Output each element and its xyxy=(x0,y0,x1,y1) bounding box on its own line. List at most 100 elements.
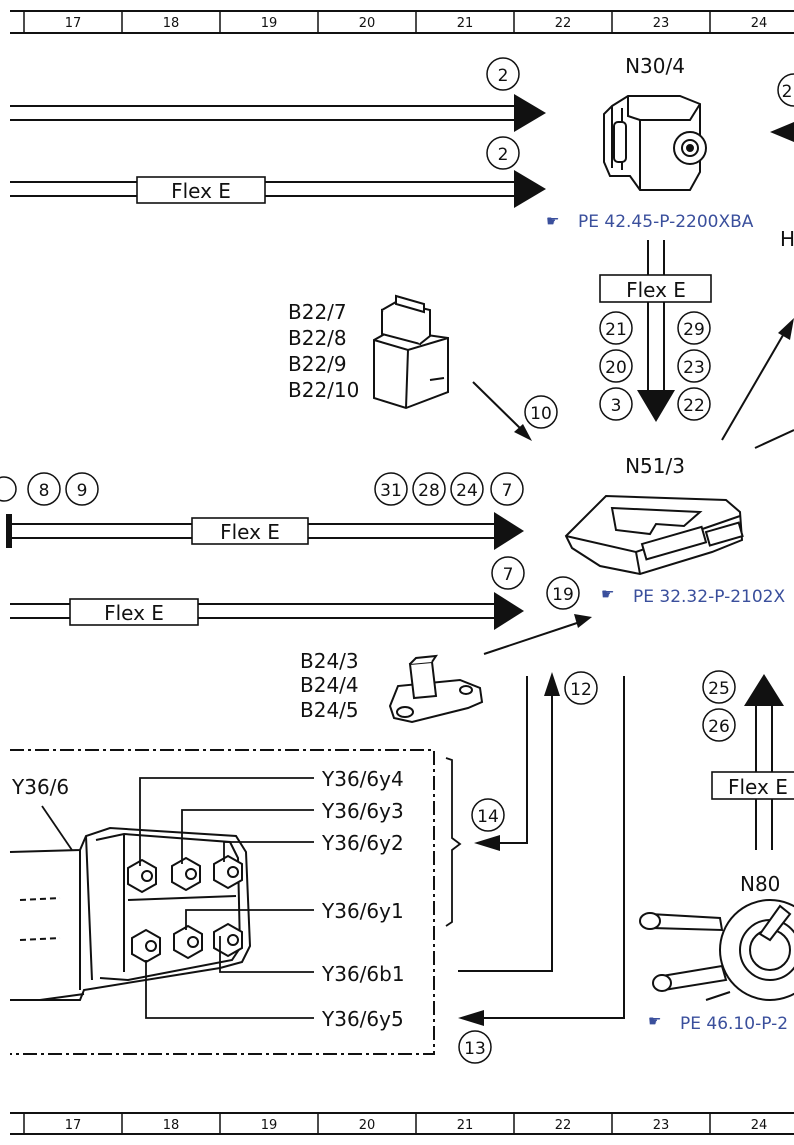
n30-4-ref-link[interactable]: ☛ PE 42.45-P-2200XBA xyxy=(546,212,754,232)
n30-4-ref-text: PE 42.45-P-2200XBA xyxy=(578,212,754,232)
grid-bottom-col-23: 23 xyxy=(653,1118,670,1133)
grid-bottom-col-21: 21 xyxy=(457,1118,474,1133)
circle-23: 23 xyxy=(677,349,711,383)
wire-14: 14 xyxy=(471,676,528,851)
circle-28: 28 xyxy=(412,472,446,506)
circle-label: 22 xyxy=(683,396,705,416)
y36-6-leader xyxy=(41,805,77,857)
valve-nut-b1 xyxy=(173,924,203,960)
circle-7: 7 xyxy=(490,472,524,506)
svg-text:B22/7: B22/7 xyxy=(288,300,347,324)
circle-label: 23 xyxy=(683,358,705,378)
svg-text:2: 2 xyxy=(782,82,793,102)
pin-leaders xyxy=(139,777,314,1019)
partial-label-right: H xyxy=(780,227,794,251)
grid-top-col-18: 18 xyxy=(163,16,180,31)
svg-text:26: 26 xyxy=(708,717,730,737)
y36-6-label: Y36/6 xyxy=(11,775,69,799)
circle-partial-left xyxy=(0,476,17,502)
y36-6-valve-block-icon xyxy=(9,826,252,1001)
circle-25: 25 xyxy=(702,670,736,704)
pointing-hand-icon: ☛ xyxy=(601,585,614,603)
svg-text:B22/9: B22/9 xyxy=(288,352,347,376)
bus-vertical-center: Flex E xyxy=(599,240,712,422)
circle-26: 26 xyxy=(702,708,736,742)
circle-20: 20 xyxy=(599,349,633,383)
n51-3-ref-text: PE 32.32-P-2102X xyxy=(633,587,785,607)
circle-8: 8 xyxy=(27,472,61,506)
circle-22: 22 xyxy=(677,387,711,421)
circles-row-right: 31 28 24 7 xyxy=(374,472,524,506)
svg-text:B22/8: B22/8 xyxy=(288,326,347,350)
valve-nut-y5 xyxy=(131,928,161,964)
pointing-hand-icon: ☛ xyxy=(546,212,559,230)
valve-nut-y4 xyxy=(127,858,157,894)
flex-e-label-vertical: Flex E xyxy=(626,278,686,302)
svg-text:7: 7 xyxy=(503,565,514,585)
circle-9: 9 xyxy=(65,472,99,506)
svg-text:Y36/6y2: Y36/6y2 xyxy=(321,831,404,855)
n51-3-ref-link[interactable]: ☛ PE 32.32-P-2102X xyxy=(601,585,785,607)
svg-text:Y36/6y1: Y36/6y1 xyxy=(321,899,404,923)
b22-labels: B22/7 B22/8 B22/9 B22/10 xyxy=(288,300,359,402)
circle-label: 31 xyxy=(380,481,402,501)
n80-ref-link[interactable]: ☛ PE 46.10-P-2 xyxy=(648,1012,788,1034)
grid-bottom-col-20: 20 xyxy=(359,1118,376,1133)
svg-text:Y36/6y4: Y36/6y4 xyxy=(321,767,404,791)
line-n51-to-upper-right xyxy=(721,329,787,441)
bus-vertical-right: Flex E xyxy=(711,674,794,850)
svg-text:12: 12 xyxy=(570,680,592,700)
circle-3: 3 xyxy=(599,387,633,421)
grid-bottom-col-17: 17 xyxy=(65,1118,82,1133)
circle-label: 8 xyxy=(39,481,50,501)
n51-3-label: N51/3 xyxy=(625,454,685,478)
grid-bottom-col-19: 19 xyxy=(261,1118,278,1133)
valve-nut-y1 xyxy=(213,922,243,958)
svg-text:B24/4: B24/4 xyxy=(300,673,359,697)
grid-top-col-19: 19 xyxy=(261,16,278,31)
bus-line-middle-2: Flex E xyxy=(10,592,524,630)
n80-label: N80 xyxy=(740,872,780,896)
svg-text:Y36/6b1: Y36/6b1 xyxy=(321,962,405,986)
svg-text:B24/3: B24/3 xyxy=(300,649,359,673)
n51-3-module-icon xyxy=(564,494,744,576)
arrow-b22-to-n51 xyxy=(472,381,525,433)
svg-text:10: 10 xyxy=(530,404,552,424)
circle-label: 29 xyxy=(683,320,705,340)
circle-label: 24 xyxy=(456,481,478,501)
circle-31: 31 xyxy=(374,472,408,506)
svg-text:Y36/6y5: Y36/6y5 xyxy=(321,1007,404,1031)
circle-2-top-2: 2 xyxy=(486,136,520,170)
svg-text:2: 2 xyxy=(498,66,509,86)
grid-top-col-22: 22 xyxy=(555,16,572,31)
grid-bottom-col-24: 24 xyxy=(751,1118,768,1133)
svg-text:19: 19 xyxy=(552,585,574,605)
brace-icon xyxy=(445,757,462,927)
flex-e-label-middle-2: Flex E xyxy=(104,601,164,625)
svg-text:B24/5: B24/5 xyxy=(300,698,359,722)
bus-line-top-1 xyxy=(10,94,546,132)
pin-labels: Y36/6y4 Y36/6y3 Y36/6y2 Y36/6y1 Y36/6b1 … xyxy=(321,767,405,1031)
circle-7: 7 xyxy=(491,556,525,590)
flex-e-label-right: Flex E xyxy=(728,775,788,799)
circle-24: 24 xyxy=(450,472,484,506)
circle-2-top-1: 2 xyxy=(486,57,520,91)
svg-text:Y36/6y3: Y36/6y3 xyxy=(321,799,404,823)
pointing-hand-icon: ☛ xyxy=(648,1012,661,1030)
bus-line-top-2: Flex E xyxy=(10,170,546,208)
n30-4-label: N30/4 xyxy=(625,54,685,78)
y36-6-boundary-box xyxy=(10,749,435,1055)
grid-top-col-23: 23 xyxy=(653,16,670,31)
circle-19: 19 xyxy=(546,576,580,610)
grid-top-col-24: 24 xyxy=(751,16,768,31)
svg-text:25: 25 xyxy=(708,679,730,699)
grid-bottom-col-18: 18 xyxy=(163,1118,180,1133)
svg-text:B22/10: B22/10 xyxy=(288,378,359,402)
circle-10: 10 xyxy=(524,395,558,429)
wire-12: 12 xyxy=(458,671,598,972)
circle-label: 7 xyxy=(502,481,513,501)
